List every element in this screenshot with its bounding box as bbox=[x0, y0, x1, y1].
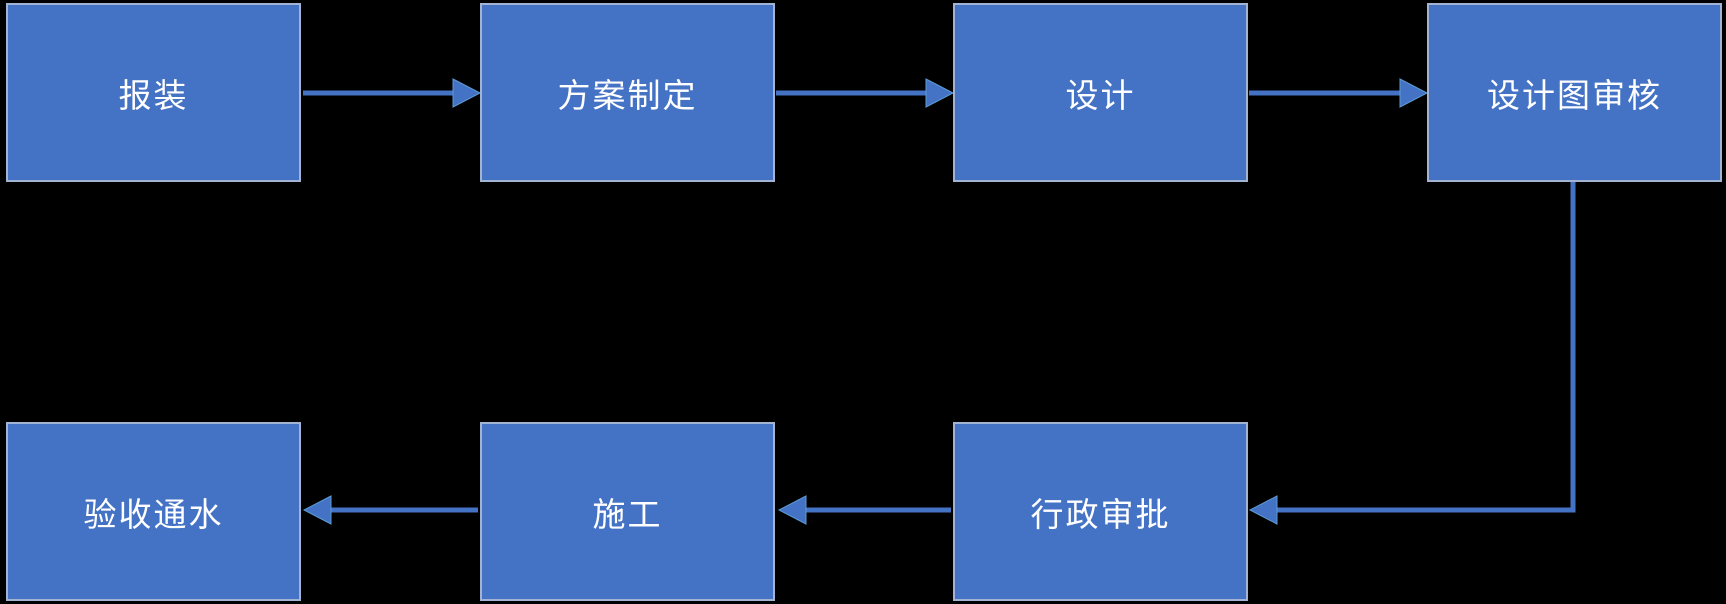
node-plan-label: 方案制定 bbox=[557, 76, 698, 114]
node-apply-label: 报装 bbox=[118, 76, 189, 114]
edge-apply-to-plan bbox=[303, 78, 482, 108]
node-acceptance-label: 验收通水 bbox=[83, 495, 224, 533]
node-apply[interactable]: 报装 bbox=[6, 3, 301, 182]
edge-design-review-to-admin-approval bbox=[1248, 182, 1576, 525]
node-admin-approval[interactable]: 行政审批 bbox=[953, 422, 1248, 601]
edge-design-to-design-review bbox=[1249, 78, 1429, 108]
node-admin-approval-label: 行政审批 bbox=[1030, 495, 1171, 533]
node-design-label: 设计 bbox=[1065, 76, 1136, 114]
node-design-review[interactable]: 设计图审核 bbox=[1427, 3, 1722, 182]
node-construction-label: 施工 bbox=[592, 495, 663, 533]
edge-plan-to-design bbox=[776, 78, 955, 108]
node-construction[interactable]: 施工 bbox=[480, 422, 775, 601]
node-acceptance[interactable]: 验收通水 bbox=[6, 422, 301, 601]
node-plan[interactable]: 方案制定 bbox=[480, 3, 775, 182]
edge-construction-to-acceptance bbox=[302, 495, 478, 525]
node-design[interactable]: 设计 bbox=[953, 3, 1248, 182]
node-design-review-label: 设计图审核 bbox=[1487, 76, 1662, 114]
edge-admin-approval-to-construction bbox=[777, 495, 951, 525]
